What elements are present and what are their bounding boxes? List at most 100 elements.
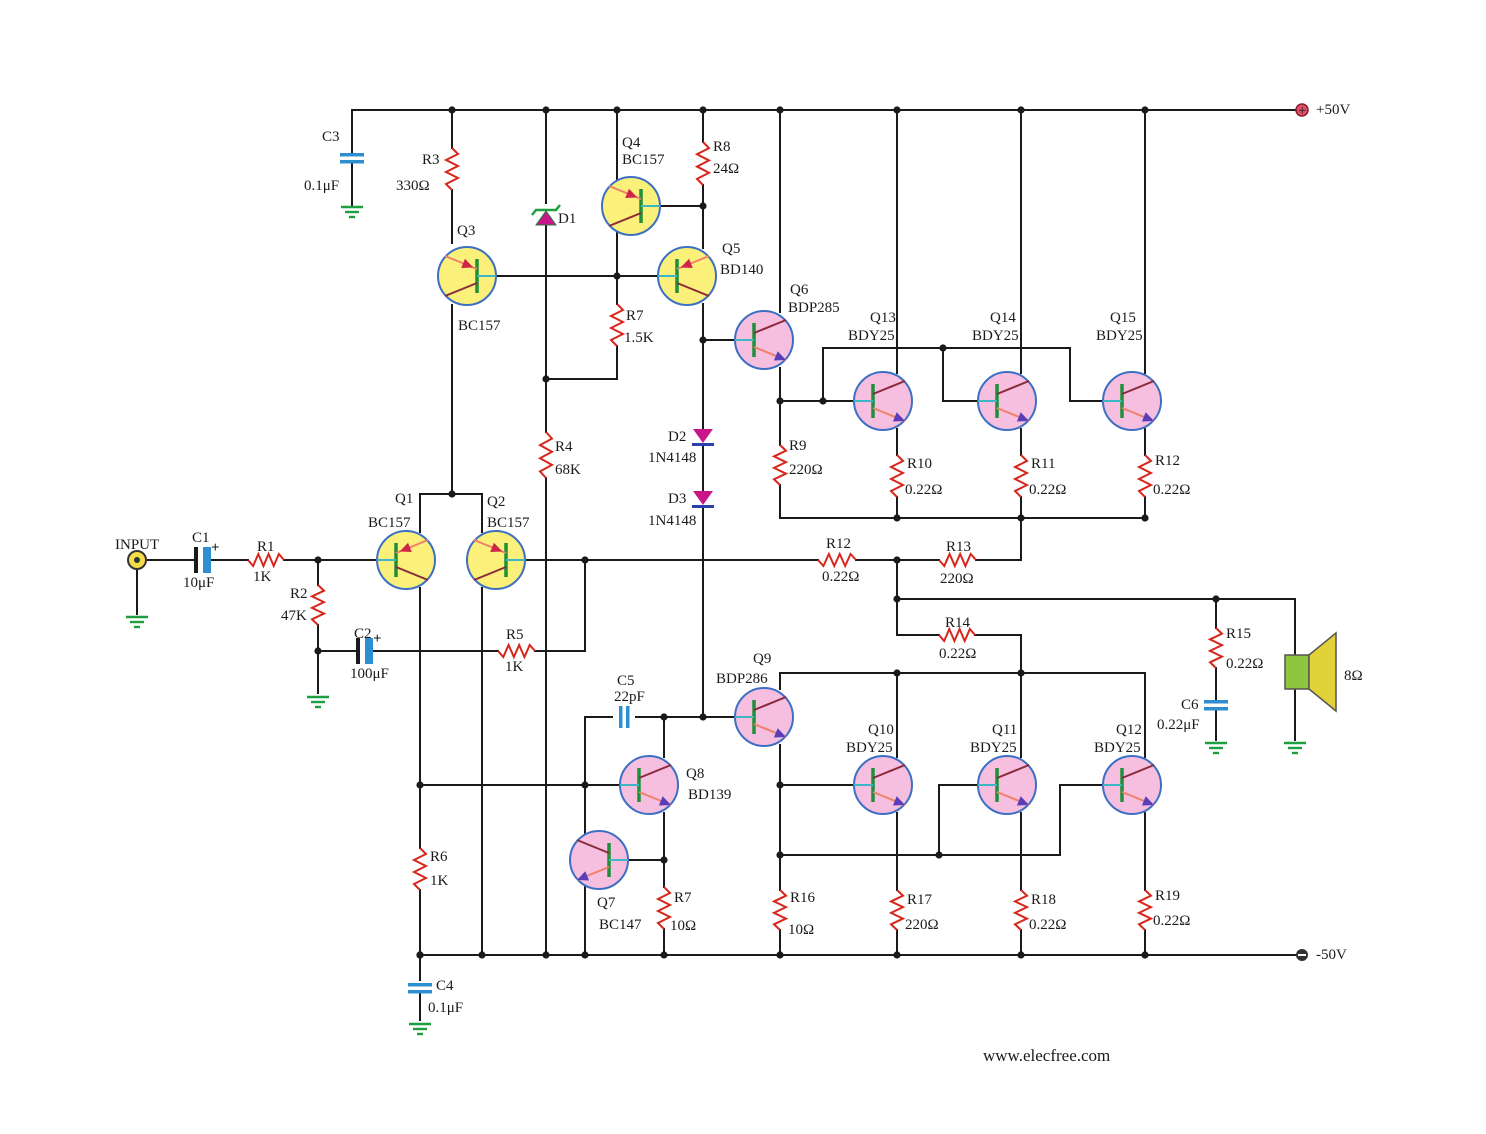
junction-dot [893, 514, 901, 522]
resistor [938, 551, 977, 569]
transistor-ref-label: Q2 [487, 494, 505, 510]
capacitor-value-label: 0.1μF [428, 1000, 463, 1016]
junction-dot [699, 202, 707, 210]
transistor-ref-label: Q11 [992, 722, 1017, 738]
diode-bar [692, 443, 714, 446]
junction-dot [1141, 951, 1149, 959]
resistor-value-label: 220Ω [789, 462, 823, 478]
resistor [1012, 454, 1030, 498]
junction-dot [613, 106, 621, 114]
emitter-arrow [773, 728, 786, 738]
diode-ref-label: D1 [558, 211, 576, 227]
transistor-ref-label: Q8 [686, 766, 704, 782]
emitter-arrow [490, 542, 503, 552]
resistor-value-label: 0.22Ω [1029, 482, 1066, 498]
resistor-ref-label: R10 [907, 456, 932, 472]
resistor-value-label: 47K [281, 608, 307, 624]
input-label: INPUT [115, 537, 159, 553]
transistor-q8 [619, 755, 679, 815]
resistor [1136, 889, 1154, 931]
junction-dot [819, 397, 827, 405]
junction-dot [699, 336, 707, 344]
junction-dot [660, 856, 668, 864]
capacitor-plate [356, 638, 360, 664]
negative-rail-label: -50V [1316, 947, 1347, 963]
capacitor-plate [340, 153, 364, 157]
transistor-q3 [437, 246, 497, 306]
resistor-ref-label: R9 [789, 438, 807, 454]
resistor-ref-label: R14 [945, 615, 971, 631]
transistor-q7 [569, 830, 629, 890]
capacitor-plate [1204, 707, 1228, 711]
junction-dots [314, 106, 1220, 959]
junction-dot [613, 272, 621, 280]
junction-dot [314, 556, 322, 564]
positive-rail-label: +50V [1316, 102, 1350, 118]
polarity-mark: + [373, 631, 382, 647]
capacitor-ref-label: C2 [354, 626, 372, 642]
junction-dot [1212, 595, 1220, 603]
resistor-value-label: 0.22Ω [1029, 917, 1066, 933]
resistor-ref-label: R1 [257, 539, 275, 555]
transistor-ref-label: Q12 [1116, 722, 1142, 738]
junction-dot [1017, 514, 1025, 522]
transistor-ref-label: Q5 [722, 241, 740, 257]
wire [779, 672, 1146, 758]
transistor-part-label: BDY25 [1094, 740, 1141, 756]
transistor-q11 [977, 755, 1037, 815]
diode-icon [693, 491, 713, 505]
junction-dot [939, 344, 947, 352]
emitter-arrow [892, 796, 905, 806]
emitter-arrow [1016, 412, 1029, 422]
junction-dot [660, 713, 668, 721]
capacitor-ref-label: C4 [436, 978, 454, 994]
emitter-arrow [680, 258, 693, 268]
wire [975, 517, 1022, 561]
collector-lead [1121, 764, 1155, 779]
transistor-ref-label: Q10 [868, 722, 894, 738]
collector-lead [753, 696, 787, 711]
junction-dot [699, 713, 707, 721]
resistor-ref-label: R7 [626, 308, 644, 324]
emitter-arrow [625, 188, 638, 198]
transistor-q10 [853, 755, 913, 815]
junction-dot [448, 490, 456, 498]
wire [974, 634, 1022, 758]
wire [779, 484, 1146, 519]
resistor-value-label: 330Ω [396, 178, 430, 194]
transistor-q13 [853, 371, 913, 431]
transistor-ref-label: Q7 [597, 895, 616, 911]
zener-diode-icon [535, 210, 557, 226]
junction-dot [776, 106, 784, 114]
transistor-ref-label: Q15 [1110, 310, 1136, 326]
resistor-ref-label: R3 [422, 152, 440, 168]
junction-dot [776, 781, 784, 789]
transistor-ref-label: Q13 [870, 310, 896, 326]
junction-dot [893, 595, 901, 603]
resistor-value-label: 1K [505, 659, 524, 675]
transistor-q15 [1102, 371, 1162, 431]
speaker-impedance-label: 8Ω [1344, 668, 1363, 684]
resistor [817, 551, 857, 569]
diode-value-label: 1N4148 [648, 513, 696, 529]
resistor [443, 147, 461, 191]
diode-icon [693, 429, 713, 443]
resistor [497, 642, 536, 660]
speaker-cone-icon [1308, 631, 1337, 713]
junction-dot [1141, 106, 1149, 114]
wire [534, 559, 586, 652]
transistor-q5 [657, 246, 717, 306]
capacitor-plate [194, 547, 198, 573]
diode-ref-label: D2 [668, 429, 686, 445]
junction-dot [1017, 106, 1025, 114]
resistor-value-label: 10Ω [670, 918, 696, 934]
junction-dot [542, 375, 550, 383]
resistor-value-label: 24Ω [713, 161, 739, 177]
emitter-arrow [1016, 796, 1029, 806]
collector-lead [872, 764, 906, 779]
resistor [537, 431, 555, 479]
transistor-q14 [977, 371, 1037, 431]
transistor-part-label: BDP285 [788, 300, 840, 316]
resistor [938, 626, 976, 644]
